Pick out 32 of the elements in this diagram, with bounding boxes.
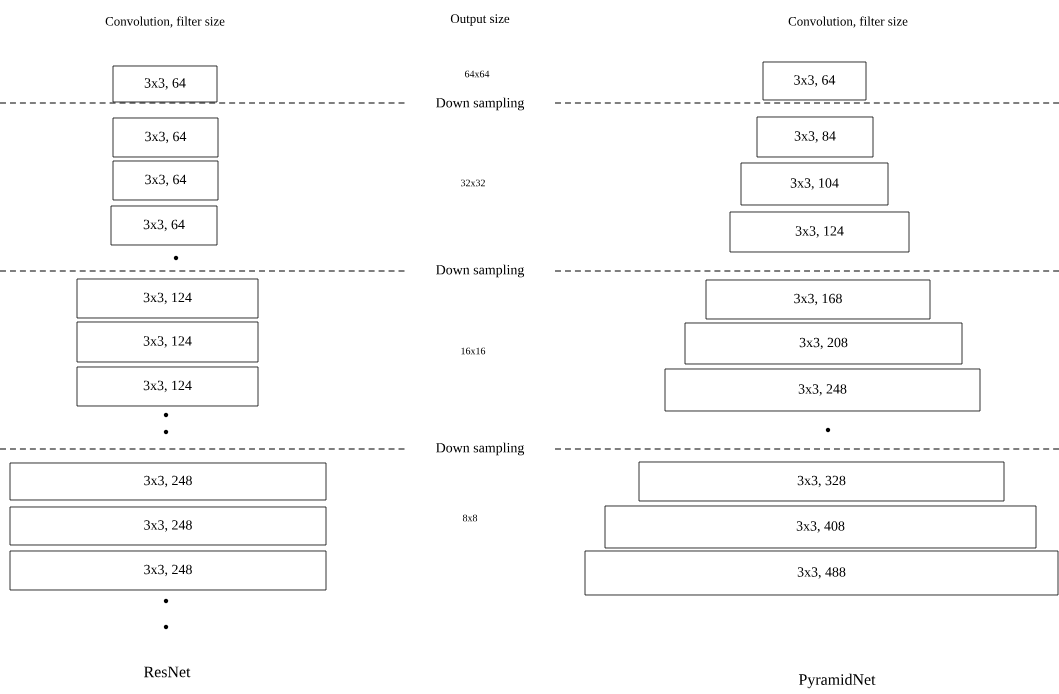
network-name: ResNet: [144, 666, 191, 678]
layer-box: 3x3, 248: [9, 462, 327, 501]
network-name: PyramidNet: [798, 673, 876, 689]
layer-box: 3x3, 64: [112, 160, 219, 201]
layer-box: 3x3, 248: [9, 506, 327, 546]
output-size-label: 64x64: [464, 70, 490, 78]
down-sampling-label: Down sampling: [436, 264, 525, 278]
down-sampling-label: Down sampling: [436, 97, 525, 111]
output-size-label: 16x16: [461, 347, 486, 355]
layer-box: 3x3, 64: [112, 65, 218, 103]
column-header: Output size: [450, 14, 510, 26]
layer-box: 3x3, 248: [9, 550, 327, 591]
layer-box: 3x3, 64: [762, 61, 867, 101]
output-size-label: 32x32: [461, 179, 485, 187]
down-sampling-label: Down sampling: [436, 442, 525, 456]
layer-box: 3x3, 84: [756, 116, 874, 158]
layer-box: 3x3, 208: [684, 322, 963, 365]
layer-box: 3x3, 168: [705, 279, 931, 320]
layer-box: 3x3, 104: [740, 162, 889, 206]
layer-box: 3x3, 64: [112, 117, 219, 158]
layer-box: 3x3, 124: [76, 321, 259, 363]
column-header: Convolution, filter size: [105, 16, 225, 28]
output-size-label: 8x8: [462, 514, 478, 522]
layer-box: 3x3, 124: [729, 211, 910, 253]
layer-box: 3x3, 328: [638, 461, 1005, 502]
column-header: Convolution, filter size: [788, 16, 908, 28]
layer-box: 3x3, 408: [604, 505, 1037, 549]
layer-box: 3x3, 124: [76, 278, 259, 319]
layer-box: 3x3, 64: [110, 205, 218, 246]
layer-box: 3x3, 248: [664, 368, 981, 412]
layer-box: 3x3, 124: [76, 366, 259, 407]
layer-box: 3x3, 488: [584, 550, 1059, 596]
